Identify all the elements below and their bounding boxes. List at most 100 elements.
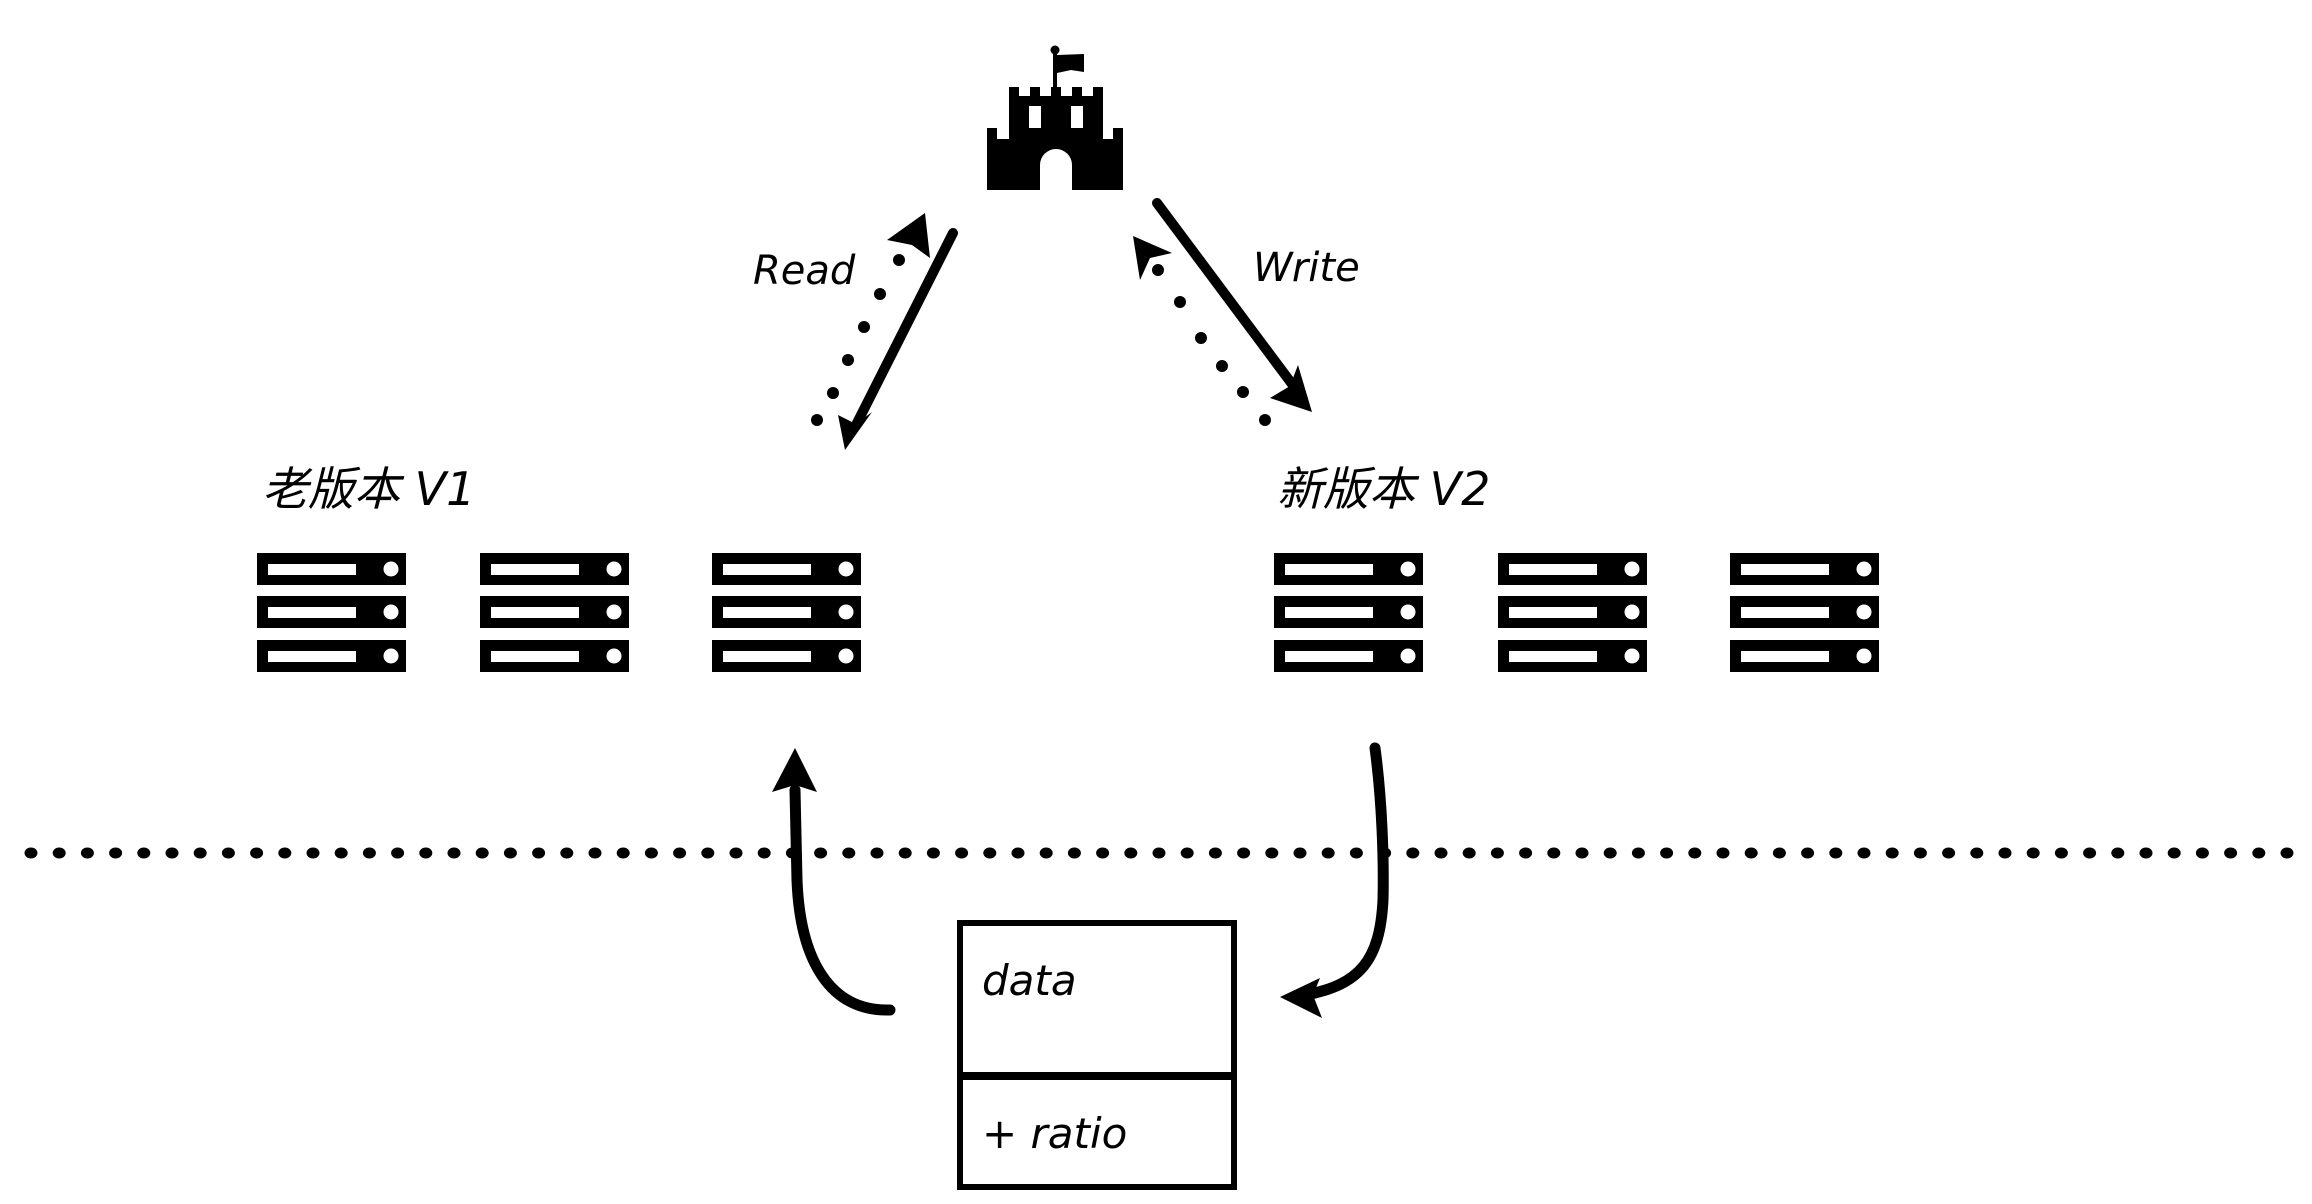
divider-dot	[1180, 847, 1194, 859]
divider-dot	[1124, 847, 1138, 859]
divider-dot	[2252, 847, 2266, 859]
divider-dot	[24, 847, 38, 859]
read-arrow-group: Read	[753, 213, 958, 450]
divider-dot	[137, 847, 151, 859]
divider-dot	[757, 847, 771, 859]
divider-dot	[701, 847, 715, 859]
divider-dot	[1152, 847, 1166, 859]
divider-dot	[503, 847, 517, 859]
group-label-v2: 新版本 V2	[1277, 462, 1490, 516]
divider-dot	[842, 847, 856, 859]
divider-dot	[1237, 847, 1251, 859]
divider-dot	[278, 847, 292, 859]
server-icon	[1498, 553, 1647, 672]
divider-dot	[955, 847, 969, 859]
divider-dot	[1716, 847, 1730, 859]
divider-dot	[447, 847, 461, 859]
divider-dot	[1970, 847, 1984, 859]
divider-dot	[1462, 847, 1476, 859]
divider-dot	[898, 847, 912, 859]
divider-dot	[2083, 847, 2097, 859]
divider-dot	[2054, 847, 2068, 859]
write-dotted-arrow	[1152, 264, 1271, 426]
divider-dot	[729, 847, 743, 859]
divider-dot	[1293, 847, 1307, 859]
divider-dot	[2167, 847, 2181, 859]
divider-dot	[2111, 847, 2125, 859]
divider-dot	[1096, 847, 1110, 859]
divider-dot	[1942, 847, 1956, 859]
write-solid-arrow	[1152, 198, 1303, 397]
divider-dot	[1575, 847, 1589, 859]
divider-dot	[1631, 847, 1645, 859]
divider-dot	[391, 847, 405, 859]
divider-dot	[1321, 847, 1335, 859]
divider-dot	[1857, 847, 1871, 859]
server-icon	[480, 553, 629, 672]
data-box: data + ratio	[957, 920, 1237, 1190]
divider-dot	[1829, 847, 1843, 859]
divider-dot	[532, 847, 546, 859]
write-label: Write	[1253, 245, 1360, 291]
divider-dot	[2139, 847, 2153, 859]
castle-icon	[987, 45, 1123, 190]
dotted-divider	[24, 847, 2294, 859]
read-label: Read	[753, 248, 856, 294]
data-box-row-ratio	[957, 1074, 1237, 1190]
divider-dot	[334, 847, 348, 859]
divider-dot	[926, 847, 940, 859]
server-icon	[1730, 553, 1879, 672]
divider-dot	[1688, 847, 1702, 859]
divider-dot	[560, 847, 574, 859]
read-solid-arrow	[851, 228, 958, 430]
divider-dot	[1434, 847, 1448, 859]
divider-dot	[475, 847, 489, 859]
divider-dot	[2026, 847, 2040, 859]
divider-dot	[52, 847, 66, 859]
write-dotted-arrowhead	[1133, 236, 1172, 280]
divider-dot	[1772, 847, 1786, 859]
server-icon	[257, 553, 406, 672]
divider-dot	[1349, 847, 1363, 859]
read-dotted-arrowhead	[887, 213, 930, 258]
divider-dot	[80, 847, 94, 859]
divider-dot	[1208, 847, 1222, 859]
divider-dot	[1547, 847, 1561, 859]
data-box-label-ratio: + ratio	[982, 1109, 1127, 1158]
divider-dot	[1998, 847, 2012, 859]
divider-dot	[870, 847, 884, 859]
divider-dot	[1490, 847, 1504, 859]
server-group-v2	[1274, 553, 1879, 672]
divider-dot	[1801, 847, 1815, 859]
read-dotted-arrow	[811, 254, 905, 426]
divider-dot	[221, 847, 235, 859]
divider-dot	[1913, 847, 1927, 859]
divider-dot	[1067, 847, 1081, 859]
read-solid-arrowhead	[838, 412, 872, 450]
data-box-row-data	[957, 920, 1237, 1078]
divider-dot	[983, 847, 997, 859]
divider-dot	[2195, 847, 2209, 859]
divider-dot	[2224, 847, 2238, 859]
divider-dot	[673, 847, 687, 859]
curved-arrow-to-v1	[772, 748, 896, 1016]
divider-dot	[1744, 847, 1758, 859]
divider-dot	[1603, 847, 1617, 859]
divider-dot	[1885, 847, 1899, 859]
divider-dot	[1265, 847, 1279, 859]
divider-dot	[1039, 847, 1053, 859]
divider-dot	[814, 847, 828, 859]
divider-dot	[1660, 847, 1674, 859]
divider-dot	[1406, 847, 1420, 859]
curved-arrow-from-v2	[1280, 742, 1389, 1018]
divider-dot	[165, 847, 179, 859]
write-solid-arrowhead	[1270, 365, 1312, 412]
divider-dot	[644, 847, 658, 859]
divider-dot	[109, 847, 123, 859]
divider-dot	[250, 847, 264, 859]
divider-dot	[616, 847, 630, 859]
divider-dot	[1011, 847, 1025, 859]
divider-dot	[306, 847, 320, 859]
server-icon	[1274, 553, 1423, 672]
